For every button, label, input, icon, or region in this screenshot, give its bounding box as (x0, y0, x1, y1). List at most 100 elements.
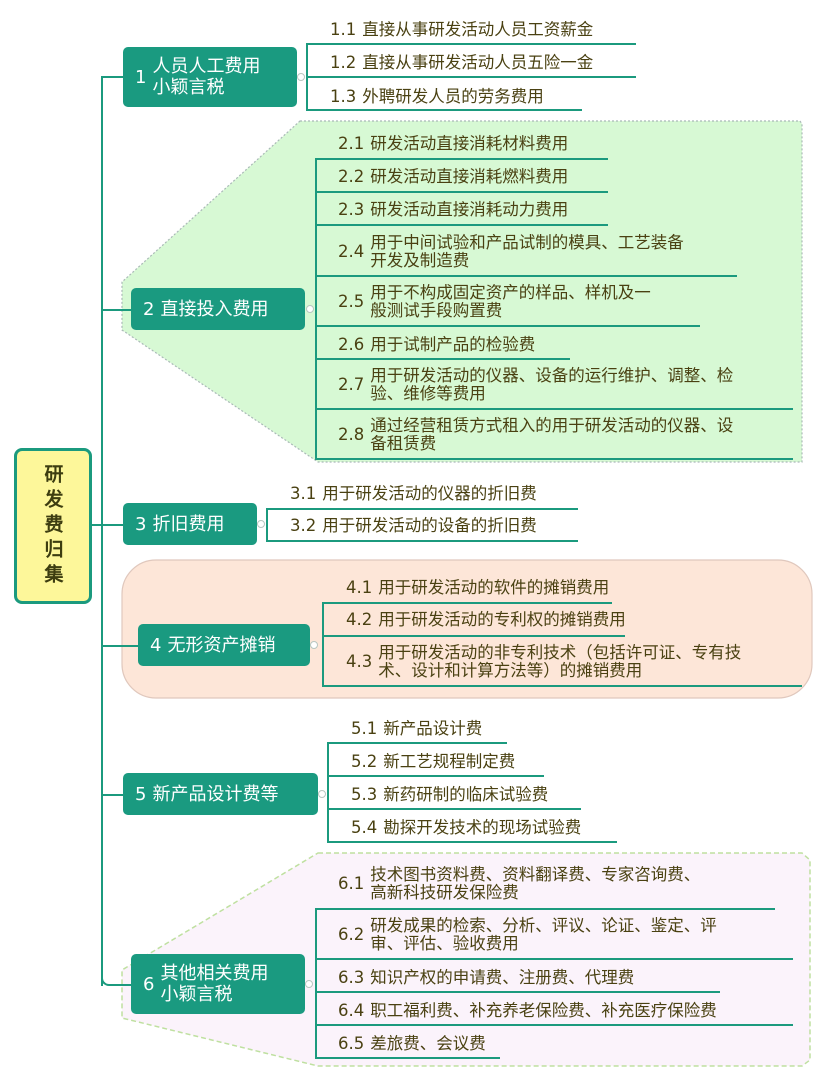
leaf-1-3[interactable]: 1.3 外聘研发人员的劳务费用 (330, 85, 544, 109)
boundary-direct-investment (121, 120, 803, 463)
branch-1-node[interactable]: 1 人员人工费用小颖言税 (123, 47, 297, 107)
leaf-underline (315, 275, 737, 277)
leaf-underline (315, 1057, 500, 1059)
leaf-underline (327, 841, 617, 843)
leaf-label: 用于研发活动的仪器、设备的运行维护、调整、检 (370, 366, 734, 385)
leaf-2-1[interactable]: 2.1 研发活动直接消耗材料费用 (338, 132, 568, 156)
leaf-6-5[interactable]: 6.5 差旅费、会议费 (338, 1032, 486, 1056)
leaf-label: 研发活动直接消耗材料费用 (370, 134, 569, 153)
branch-4-vline (322, 602, 324, 686)
branch-6-node[interactable]: 6 其他相关费用小颖言税 (131, 954, 305, 1014)
leaf-label-line2: 高新科技研发保险费 (370, 883, 519, 902)
leaf-number: 6.5 (338, 1034, 365, 1053)
branch-3-connector (101, 524, 123, 526)
leaf-number: 2.2 (338, 167, 365, 186)
leaf-number: 5.3 (351, 785, 378, 804)
leaf-number: 2.1 (338, 134, 365, 153)
branch-4-node[interactable]: 4 无形资产摊销 (138, 624, 310, 666)
trunk-connector (101, 76, 103, 986)
leaf-underline (306, 43, 636, 45)
leaf-underline (266, 508, 578, 510)
leaf-underline (315, 158, 608, 160)
leaf-label: 用于试制产品的检验费 (370, 335, 536, 354)
branch-label: 新产品设计费等 (152, 783, 279, 805)
leaf-underline (327, 775, 544, 777)
leaf-number: 2.7 (338, 375, 365, 394)
leaf-6-1[interactable]: 6.1 技术图书资料费、资料翻译费、专家咨询费、高新科技研发保险费 (338, 864, 700, 904)
leaf-label-line2: 备租赁费 (370, 434, 437, 453)
branch-2-node[interactable]: 2 直接投入费用 (131, 288, 305, 330)
leaf-underline (315, 224, 608, 226)
leaf-underline (266, 540, 578, 542)
branch-number: 1 (135, 66, 147, 88)
branch-1-connector (101, 76, 123, 78)
leaf-underline (315, 991, 720, 993)
leaf-number: 2.4 (338, 242, 365, 261)
leaf-label: 外聘研发人员的劳务费用 (362, 87, 544, 106)
branch-5-vline (327, 742, 329, 841)
leaf-label-line2: 术、设计和计算方法等）的摊销费用 (378, 661, 643, 680)
leaf-underline (315, 408, 793, 410)
leaf-underline (315, 908, 775, 910)
leaf-5-2[interactable]: 5.2 新工艺规程制定费 (351, 750, 515, 774)
leaf-label: 新工艺规程制定费 (383, 752, 516, 771)
leaf-number: 1.3 (330, 87, 357, 106)
leaf-label: 知识产权的申请费、注册费、代理费 (370, 968, 635, 987)
leaf-label: 通过经营租赁方式租入的用于研发活动的仪器、设 (370, 416, 734, 435)
leaf-number: 2.5 (338, 292, 365, 311)
branch-3-node[interactable]: 3 折旧费用 (123, 503, 257, 545)
leaf-number: 2.3 (338, 200, 365, 219)
leaf-number: 5.2 (351, 752, 378, 771)
branch-2-connector (101, 309, 131, 311)
branch-label: 其他相关费用 (160, 963, 269, 984)
leaf-label: 新产品设计费 (383, 719, 483, 738)
collapse-toggle-icon[interactable] (310, 641, 318, 649)
leaf-label: 直接从事研发活动人员工资薪金 (362, 20, 594, 39)
collapse-toggle-icon[interactable] (257, 520, 265, 528)
branch-label: 无形资产摊销 (167, 634, 276, 656)
branch-label-line2: 小颖言税 (152, 77, 225, 98)
leaf-underline (315, 358, 570, 360)
leaf-label: 用于研发活动的仪器的折旧费 (322, 484, 537, 503)
collapse-toggle-icon[interactable] (305, 980, 313, 988)
leaf-label: 研发成果的检索、分析、评议、论证、鉴定、评 (370, 916, 717, 935)
collapse-toggle-icon[interactable] (306, 305, 314, 313)
leaf-label-line2: 审、评估、验收费用 (370, 934, 519, 953)
branch-6-vline (315, 908, 317, 1059)
leaf-underline (315, 1024, 793, 1026)
collapse-toggle-icon[interactable] (297, 73, 305, 81)
leaf-6-2[interactable]: 6.2 研发成果的检索、分析、评议、论证、鉴定、评审、评估、验收费用 (338, 915, 717, 955)
leaf-underline (322, 602, 612, 604)
leaf-number: 6.1 (338, 874, 365, 893)
branch-5-node[interactable]: 5 新产品设计费等 (123, 773, 318, 815)
root-node[interactable]: 研发费归集 (14, 448, 92, 604)
branch-number: 2 (143, 298, 155, 320)
leaf-number: 6.2 (338, 925, 365, 944)
leaf-number: 4.1 (346, 578, 373, 597)
leaf-number: 3.2 (290, 516, 317, 535)
leaf-label: 技术图书资料费、资料翻译费、专家咨询费、 (370, 865, 701, 884)
leaf-label: 差旅费、会议费 (370, 1034, 486, 1053)
collapse-toggle-icon[interactable] (318, 790, 326, 798)
leaf-underline (315, 191, 608, 193)
leaf-underline (322, 685, 802, 687)
